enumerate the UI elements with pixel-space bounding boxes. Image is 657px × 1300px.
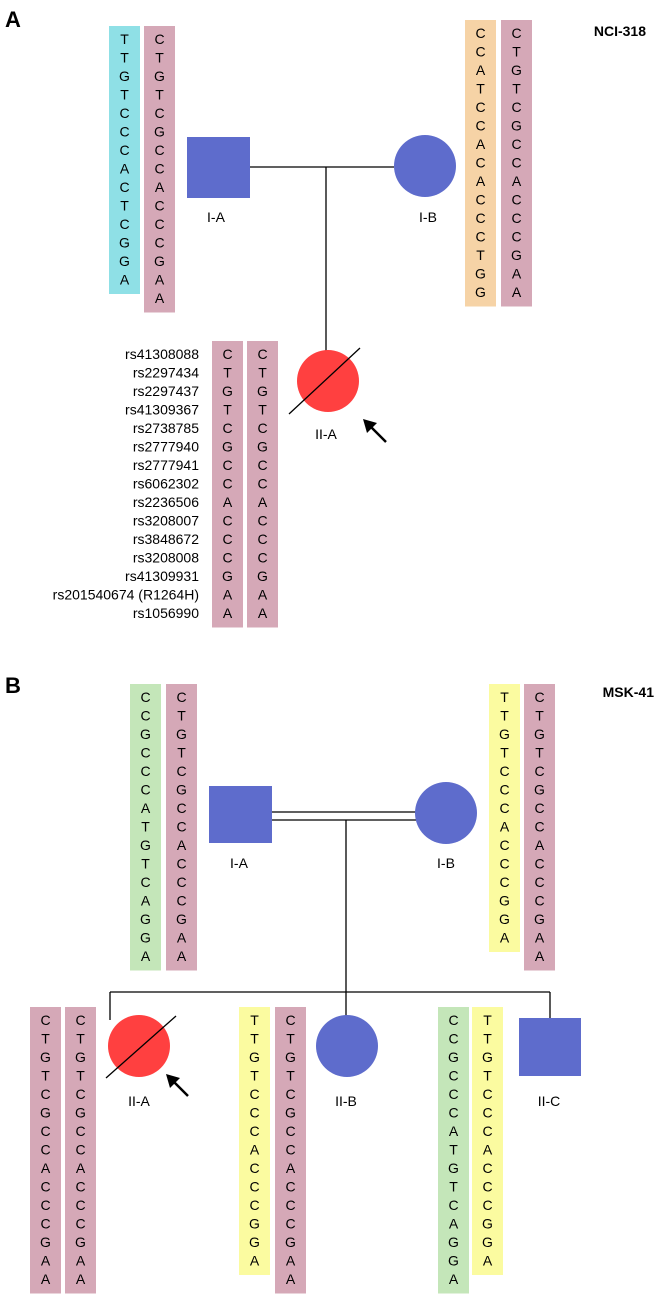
panel-a-proband-arrow-icon <box>363 419 387 443</box>
panel-b-child-a-haplotype-1 <box>30 1007 61 1294</box>
panel-a-mother-circle-icon <box>394 135 456 197</box>
snp-id-list: rs41308088 rs2297434 rs2297437 rs41309367 rs… <box>53 346 200 621</box>
panel-b-father-haplotype-1 <box>130 684 161 971</box>
panel-b-child-b-circle-icon <box>316 1015 378 1077</box>
panel-b-label-child-a: II-A <box>128 1093 150 1109</box>
panel-a-label-mother: I-B <box>419 209 437 225</box>
panel-b-father-haplotype-2 <box>166 684 197 971</box>
snp-id-label: rs2236506 <box>133 494 199 510</box>
snp-id-label: rs2777940 <box>133 439 199 455</box>
snp-id-label: rs41308088 <box>125 346 199 362</box>
snp-id-label: rs2738785 <box>133 420 199 436</box>
panel-b-child-c-haplotype-1 <box>438 1007 469 1294</box>
panel-a-father-haplotype-1 <box>109 26 140 294</box>
snp-id-label: rs3208007 <box>133 513 199 529</box>
snp-id-label: rs201540674 (R1264H) <box>53 587 199 603</box>
panel-a-letter: A <box>5 7 21 32</box>
panel-b-mother-haplotype-1 <box>489 684 520 952</box>
panel-b-family-id: MSK-41 <box>603 684 655 700</box>
panel-b-mother-circle-icon <box>415 782 477 844</box>
panel-b-letter: B <box>5 673 21 698</box>
panel-a-proband-affected-circle-icon <box>297 350 359 412</box>
panel-b-child-b-haplotype-2 <box>275 1007 306 1294</box>
snp-id-label: rs1056990 <box>133 605 199 621</box>
snp-id-label: rs3848672 <box>133 531 199 547</box>
panel-b-label-mother: I-B <box>437 855 455 871</box>
panel-b-child-c-haplotype-2 <box>472 1007 503 1275</box>
panel-b-label-child-b: II-B <box>335 1093 357 1109</box>
snp-id-label: rs2777941 <box>133 457 199 473</box>
panel-b-proband-arrow-icon <box>166 1074 189 1097</box>
panel-a-proband-haplotype-1 <box>212 341 243 628</box>
panel-b-child-a-affected-circle-icon <box>108 1015 170 1077</box>
snp-id-label: rs3208008 <box>133 550 199 566</box>
snp-id-label: rs41309367 <box>125 402 199 418</box>
panel-a-proband-haplotype-2 <box>247 341 278 628</box>
snp-id-label: rs6062302 <box>133 476 199 492</box>
snp-id-label: rs2297437 <box>133 383 199 399</box>
panel-b-mother-haplotype-2 <box>524 684 555 971</box>
panel-b-label-child-c: II-C <box>538 1093 561 1109</box>
panel-b-child-a-haplotype-2 <box>65 1007 96 1294</box>
panel-b-deceased-slash-icon <box>105 1015 177 1079</box>
panel-a-father-haplotype-2 <box>144 26 175 313</box>
panel-a-label-father: I-A <box>207 209 226 225</box>
panel-a-mother-haplotype-1 <box>465 20 496 307</box>
panel-a-family-id: NCI-318 <box>594 23 646 39</box>
panel-a-deceased-slash-icon <box>288 347 361 415</box>
panel-a-mother-haplotype-2 <box>501 20 532 307</box>
panel-b-child-b-haplotype-1 <box>239 1007 270 1275</box>
panel-b-child-c-square-icon <box>519 1018 581 1076</box>
panel-b-father-square-icon <box>209 786 272 843</box>
panel-a-father-square-icon <box>187 137 250 198</box>
panel-b-label-father: I-A <box>230 855 249 871</box>
snp-id-label: rs41309931 <box>125 568 199 584</box>
snp-id-label: rs2297434 <box>133 365 199 381</box>
panel-a-label-proband: II-A <box>315 426 337 442</box>
